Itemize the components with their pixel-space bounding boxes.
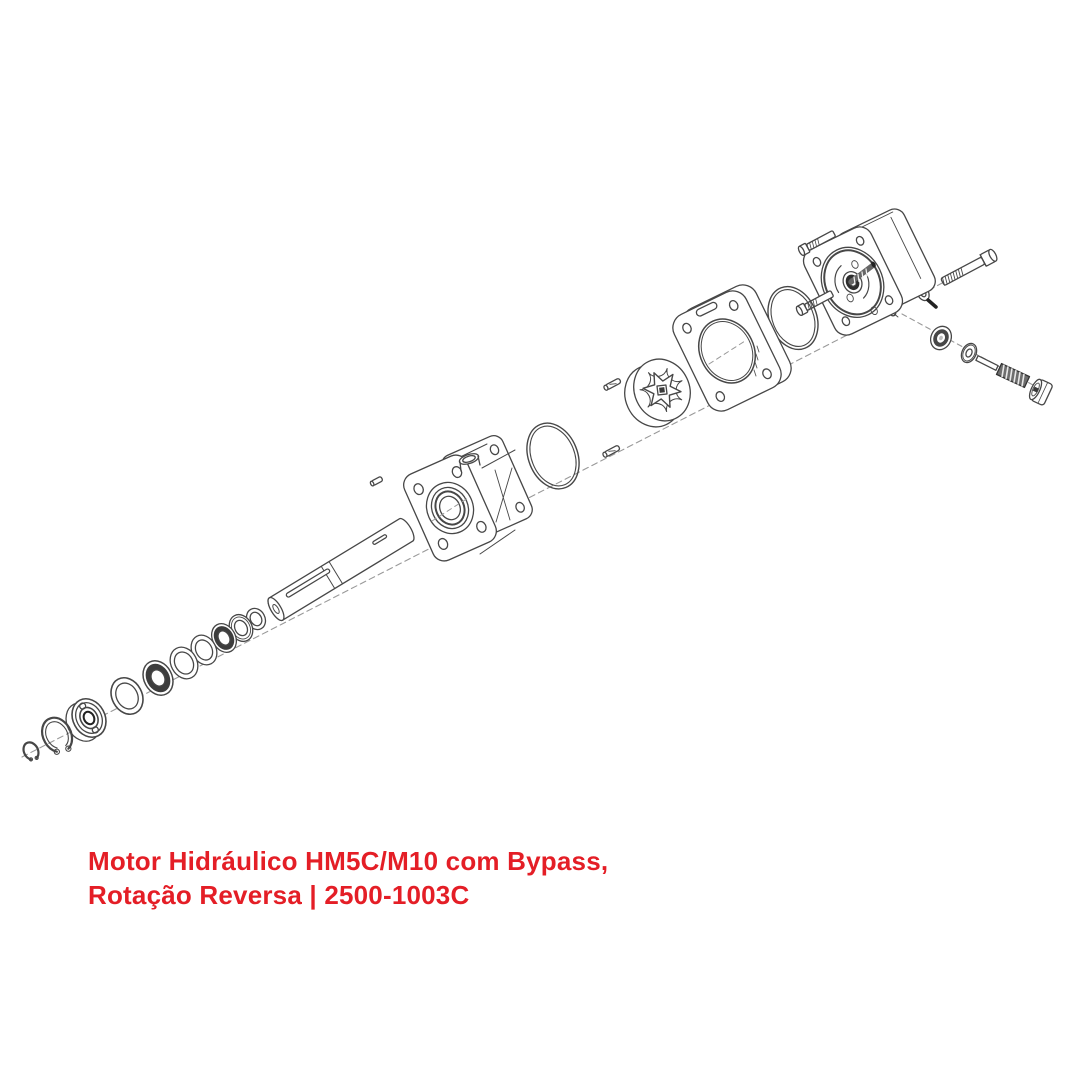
- bypass-spring: [975, 355, 1031, 389]
- front-flange-housing: [403, 435, 533, 562]
- seal-ring: [210, 623, 238, 653]
- bypass-poppet: [929, 325, 953, 351]
- shaft-key: [369, 476, 383, 487]
- drive-pin: [926, 298, 938, 309]
- cast-marking: [753, 345, 760, 377]
- gerotor-set: [624, 358, 691, 428]
- dowel-pin-2: [602, 445, 621, 458]
- backup-washer: [169, 646, 199, 680]
- drive-stud: [848, 261, 876, 285]
- hex-plug: [1028, 378, 1053, 406]
- through-bolt-1: [797, 230, 836, 257]
- spring-seat-washer: [960, 342, 978, 364]
- body-plate: [672, 284, 792, 412]
- ball-bearing: [65, 698, 107, 742]
- flat-washer: [190, 634, 218, 666]
- snap-ring-small: [22, 741, 40, 762]
- top-port: [458, 453, 481, 472]
- o-ring-front: [526, 422, 580, 490]
- retaining-ring: [40, 716, 74, 755]
- shaft-seal: [142, 660, 174, 696]
- thrust-washer: [110, 677, 144, 715]
- product-title-line1: Motor Hidráulico HM5C/M10 com Bypass,: [88, 846, 609, 876]
- product-title: Motor Hidráulico HM5C/M10 com Bypass, Ro…: [88, 844, 608, 912]
- through-bolt-2: [795, 290, 834, 317]
- product-title-line2: Rotação Reversa | 2500-1003C: [88, 880, 470, 910]
- output-shaft: [267, 517, 415, 622]
- cap-screw: [940, 248, 998, 286]
- rear-cover: [795, 208, 936, 336]
- dowel-pin-1: [603, 378, 622, 391]
